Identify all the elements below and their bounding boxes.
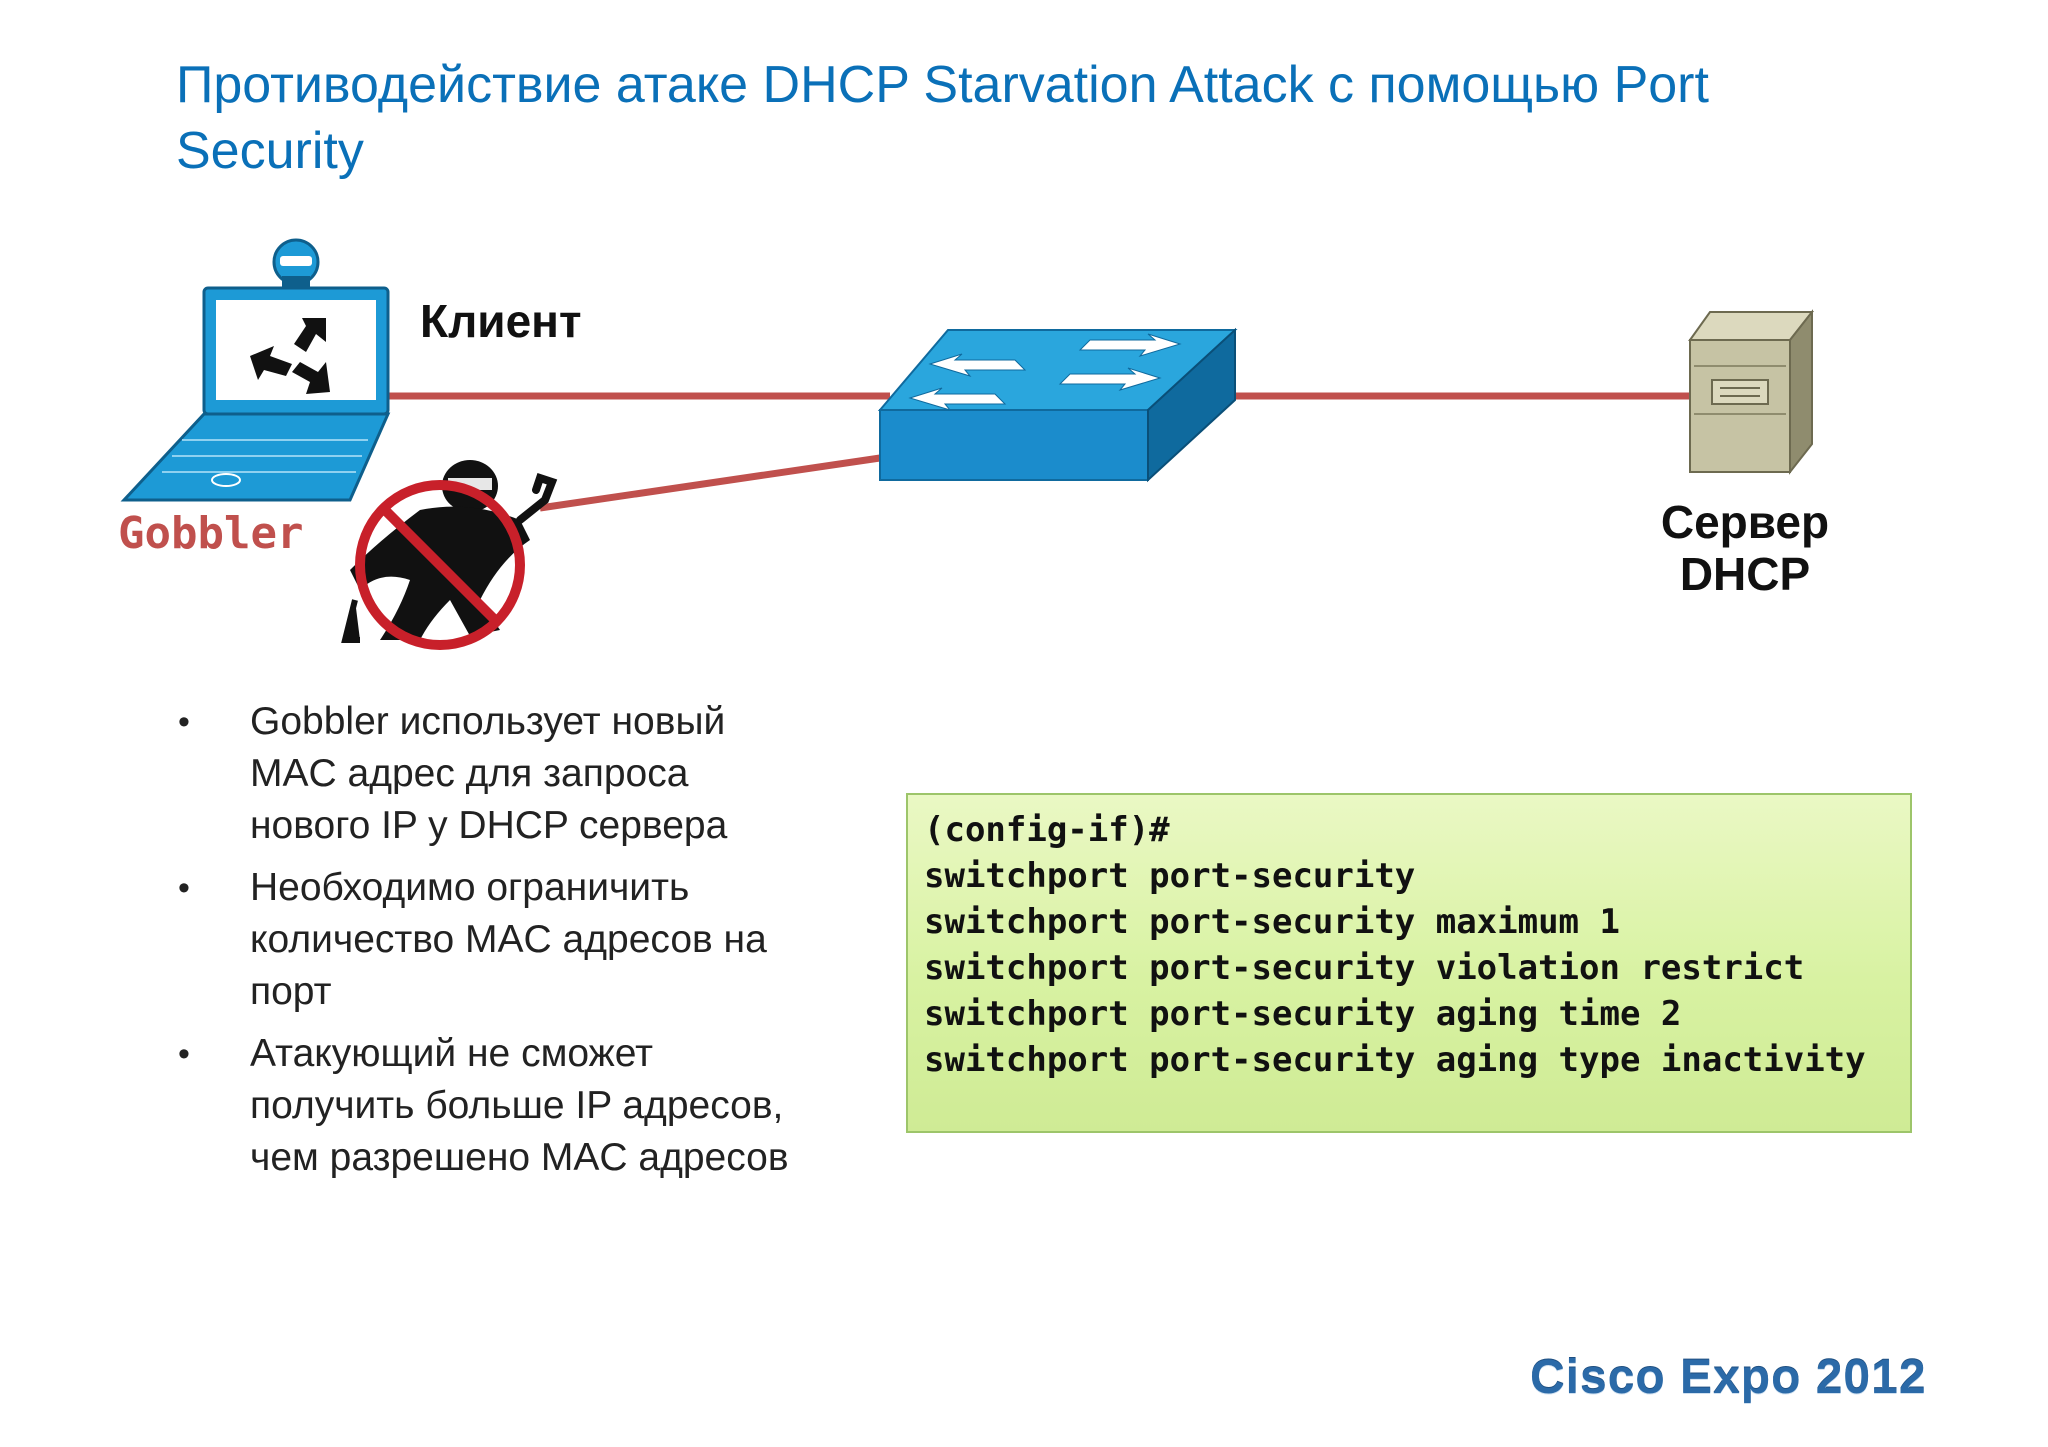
attacker-label: Gobbler [118, 508, 304, 559]
client-label: Клиент [420, 295, 582, 347]
arrows-icon [250, 318, 330, 394]
bullet-dot-icon: • [178, 703, 190, 741]
config-line: switchport port-security aging time 2 [924, 994, 1682, 1034]
prohibition-sign-icon [355, 480, 525, 650]
bullet-item: •Необходимо ограничить количество MAC ад… [172, 862, 792, 1018]
bullet-dot-icon: • [178, 1035, 190, 1073]
slide-title: Противодействие атаке DHCP Starvation At… [176, 56, 1709, 180]
bullet-item: •Атакующий не сможет получить больше IP … [172, 1028, 792, 1184]
config-line: switchport port-security maximum 1 [924, 902, 1620, 942]
footer-brand-logo: Cisco Expo 2012 [1530, 1351, 1927, 1404]
server-label: Сервер DHCP [1620, 496, 1870, 600]
bullet-item: •Gobbler использует новый MAC адрес для … [172, 696, 792, 852]
server-label-line2: DHCP [1679, 548, 1811, 600]
config-line: switchport port-security aging type inac… [924, 1040, 1866, 1080]
config-line: switchport port-security [924, 856, 1416, 896]
attacker-switch-link [539, 454, 881, 512]
laptop-icon [120, 238, 391, 502]
config-code-box: (config-if)# switchport port-security sw… [906, 793, 1912, 1133]
switch-icon [877, 327, 1238, 483]
bullet-list: •Gobbler использует новый MAC адрес для … [172, 696, 792, 1194]
server-icon [1688, 309, 1815, 475]
config-line: switchport port-security violation restr… [924, 948, 1805, 988]
config-line: (config-if)# [924, 810, 1170, 850]
server-label-line1: Сервер [1660, 496, 1830, 548]
bullet-dot-icon: • [178, 869, 190, 907]
